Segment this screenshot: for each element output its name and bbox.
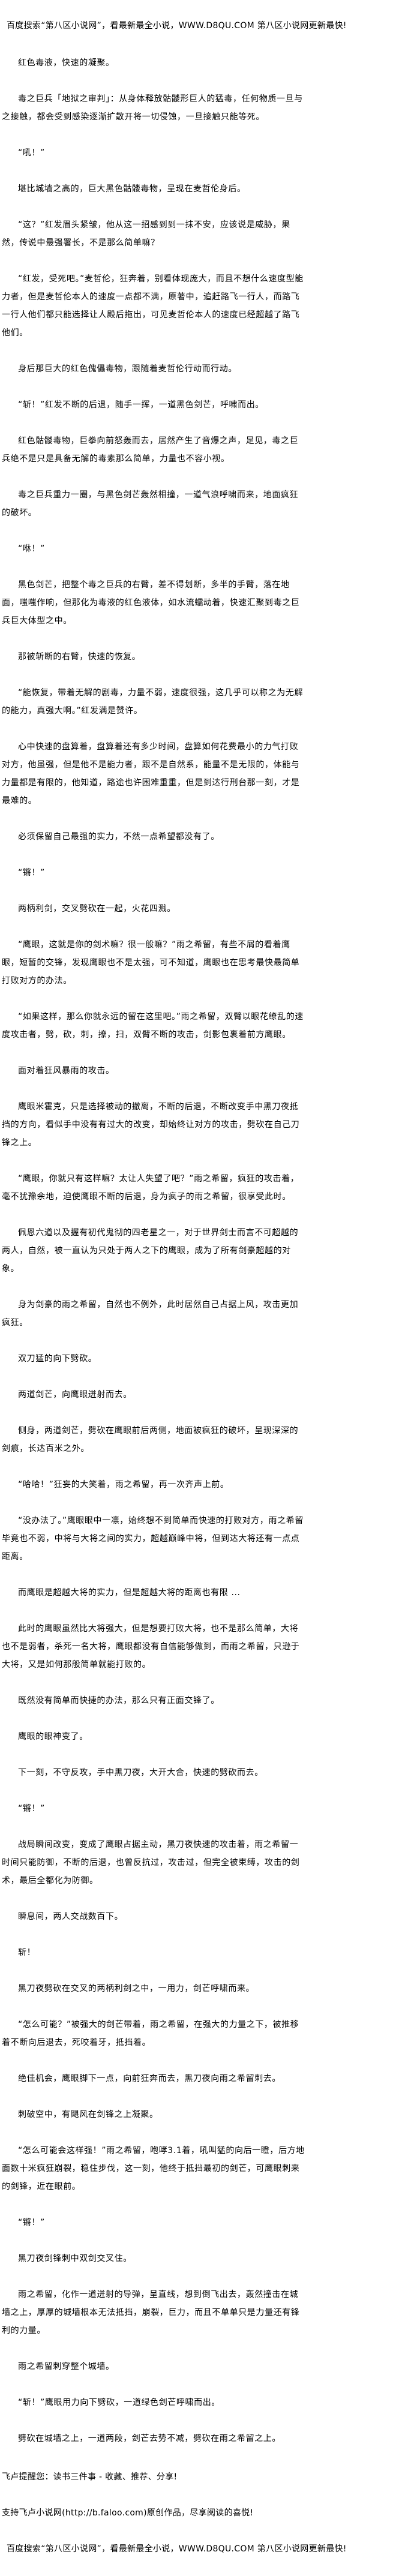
reading-reminder: 飞卢提醒您：读书三件事 - 收藏、推荐、分享! (2, 2472, 178, 2482)
paragraph: 下一刻，不守反攻，手中黑刀夜，大开大合，快速的劈砍而去。 (18, 1768, 263, 1778)
paragraph: 毒之巨兵「地狱之审判」：从身体释放骷髅形巨人的猛毒，任何物质一旦与之接触，都会受… (2, 94, 303, 122)
paragraph: 堪比城墙之高的，巨大黑色骷髅毒物，呈现在麦哲伦身后。 (18, 184, 246, 194)
paragraph: “能恢复，带着无解的剧毒，力量不弱，速度很强，这几乎可以称之为无解的能力，真强大… (2, 688, 304, 716)
paragraph: “没办法了。”鹰眼眼中一凛，始终想不到简单而快速的打败对方，雨之希留毕竟也不弱，… (2, 1516, 304, 1562)
support-notice: 支持飞卢小说网(http://b.faloo.com)原创作品，尽享阅读的喜悦! (2, 2508, 254, 2518)
paragraph: “锵！” (18, 1804, 45, 1814)
paragraph: 此时的鹰眼虽然比大将强大，但是想要打败大将，也不是那么简单，大将也不是弱者，杀死… (2, 1624, 300, 1670)
paragraph: 身为剑豪的雨之希留，自然也不例外，此时居然自己占据上风，攻击更加疯狂。 (2, 1300, 299, 1328)
paragraph: 那被斩断的右臂，快速的恢复。 (18, 652, 141, 662)
paragraph: “锵！” (18, 868, 45, 878)
site-banner-bottom: 百度搜索“第八区小说网”，看最新最全小说，WWW.D8QU.COM 第八区小说网… (7, 2544, 347, 2554)
paragraph: 既然没有简单而快捷的办法，那么只有正面交锋了。 (18, 1696, 220, 1706)
paragraph: 瞬息间，两人交战数百下。 (18, 1912, 124, 1922)
paragraph: “怎么可能？”被强大的剑芒带着，雨之希留，在强大的力量之下，被推移着不断向后退去… (2, 2020, 299, 2047)
chapter-content: 红色毒液，快速的凝聚。毒之巨兵「地狱之审判」：从身体释放骷髅形巨人的猛毒，任何物… (2, 54, 307, 2448)
paragraph: 侧身，两道剑芒，劈砍在鹰眼前后两侧，地面被疯狂的破坏，呈现深深的剑痕，长达百米之… (2, 1426, 299, 1454)
paragraph: “红发，受死吧。”麦哲伦，狂奔着，别看体现庞大，而且不想什么速度型能力者，但是麦… (2, 274, 304, 338)
paragraph: 必须保留自己最强的实力，不然一点希望都没有了。 (18, 832, 220, 842)
paragraph: “咻！” (18, 544, 45, 554)
paragraph: 红色毒液，快速的凝聚。 (18, 58, 115, 68)
page-footer: 飞卢提醒您：读书三件事 - 收藏、推荐、分享! 支持飞卢小说网(http://b… (2, 2468, 420, 2558)
paragraph: “怎么可能会这样强！”雨之希留，咆哮3.1着，吼叫猛的向后一瞪，后方地面数十米疯… (2, 2146, 305, 2191)
paragraph: “鹰眼，这就是你的剑术嘛？很一般嘛？”雨之希留，有些不屑的看着鹰眼，短暂的交锋，… (2, 940, 300, 986)
paragraph: “哈哈！”狂妄的大笑着，雨之希留，再一次齐声上前。 (18, 1480, 229, 1490)
paragraph: 佩恩六道以及握有初代鬼彻的四老星之一，对于世界剑士而言不可超越的两人，自然，被一… (2, 1228, 299, 1274)
paragraph: “锵！” (18, 2218, 45, 2227)
site-banner-top: 百度搜索“第八区小说网”，看最新最全小说，WWW.D8QU.COM 第八区小说网… (7, 21, 347, 31)
paragraph: 战局瞬间改变，变成了鹰眼占据主动，黑刀夜快速的攻击着，雨之希留一时间只能防御，不… (2, 1840, 300, 1886)
paragraph: “鹰眼，你就只有这样嘛？太让人失望了吧？”雨之希留，疯狂的攻击着，毫不犹豫余地，… (2, 1174, 299, 1202)
paragraph: 鹰眼米霍克，只是选择被动的撤离，不断的后退，不断改变手中黑刀夜抵挡的方向，看似手… (2, 1102, 300, 1148)
paragraph: 面对着狂风暴雨的攻击。 (18, 1066, 115, 1076)
paragraph: 黑刀夜剑锋刺中双剑交叉住。 (18, 2254, 132, 2263)
paragraph: 毒之巨兵重力一圈，与黑色剑芒轰然相撞，一道气浪呼啸而来，地面疯狂的破坏。 (2, 490, 299, 518)
paragraph: 黑刀夜劈砍在交叉的两柄利剑之中，一用力，剑芒呼啸而来。 (18, 1984, 255, 1993)
paragraph: 心中快速的盘算着，盘算着还有多少时间，盘算如何花费最小的力气打败对方，他虽强，但… (2, 742, 300, 806)
paragraph: “如果这样，那么你就永远的留在这里吧。”雨之希留，双臂以眼花缭乱的速度攻击者，劈… (2, 1012, 304, 1040)
paragraph: 斩！ (18, 1948, 36, 1957)
paragraph: 雨之希留，化作一道迸射的导弹，呈直线，想到倒飞出去，轰然撞击在城墙之上，厚厚的城… (2, 2290, 300, 2335)
paragraph: “斩！”红发不断的后退，随手一挥，一道黑色剑芒，呼啸而出。 (18, 400, 264, 410)
paragraph: 而鹰眼是超越大将的实力，但是超越大将的距离也有限 ... (18, 1588, 241, 1598)
paragraph: “这？”红发眉头紧皱，他从这一招感到到一抹不安，应该说是威胁，果然，传说中最强署… (2, 220, 290, 248)
paragraph: “斩！”鹰眼用力向下劈砍，一道绿色剑芒呼啸而出。 (18, 2398, 220, 2407)
paragraph: 两道剑芒，向鹰眼迸射而去。 (18, 1390, 132, 1400)
paragraph: 身后那巨大的红色傀儡毒物，跟随着麦哲伦行动而行动。 (18, 364, 237, 374)
paragraph: 刺破空中，有飓风在剑锋之上凝聚。 (18, 2110, 158, 2119)
paragraph: “吼！” (18, 148, 45, 158)
paragraph: 劈砍在城墙之上，一道两段，剑芒去势不减，劈砍在雨之希留之上。 (18, 2434, 281, 2443)
paragraph: 绝佳机会，鹰眼脚下一点，向前狂奔而去，黑刀夜向雨之希留刺去。 (18, 2074, 281, 2083)
paragraph: 雨之希留刺穿整个城墙。 (18, 2362, 115, 2371)
paragraph: 黑色剑芒，把整个毒之巨兵的右臂，差不得划断，多半的手臂，落在地面，嗤嗤作响，但那… (2, 580, 300, 626)
paragraph: 鹰眼的眼神变了。 (18, 1732, 88, 1742)
paragraph: 红色骷髅毒物，巨拳向前怒轰而去，居然产生了音爆之声，足见，毒之巨兵绝不是只是具备… (2, 436, 299, 464)
paragraph: 双刀猛的向下劈砍。 (18, 1354, 97, 1364)
paragraph: 两柄利剑，交叉劈砍在一起，火花四溅。 (18, 904, 176, 914)
